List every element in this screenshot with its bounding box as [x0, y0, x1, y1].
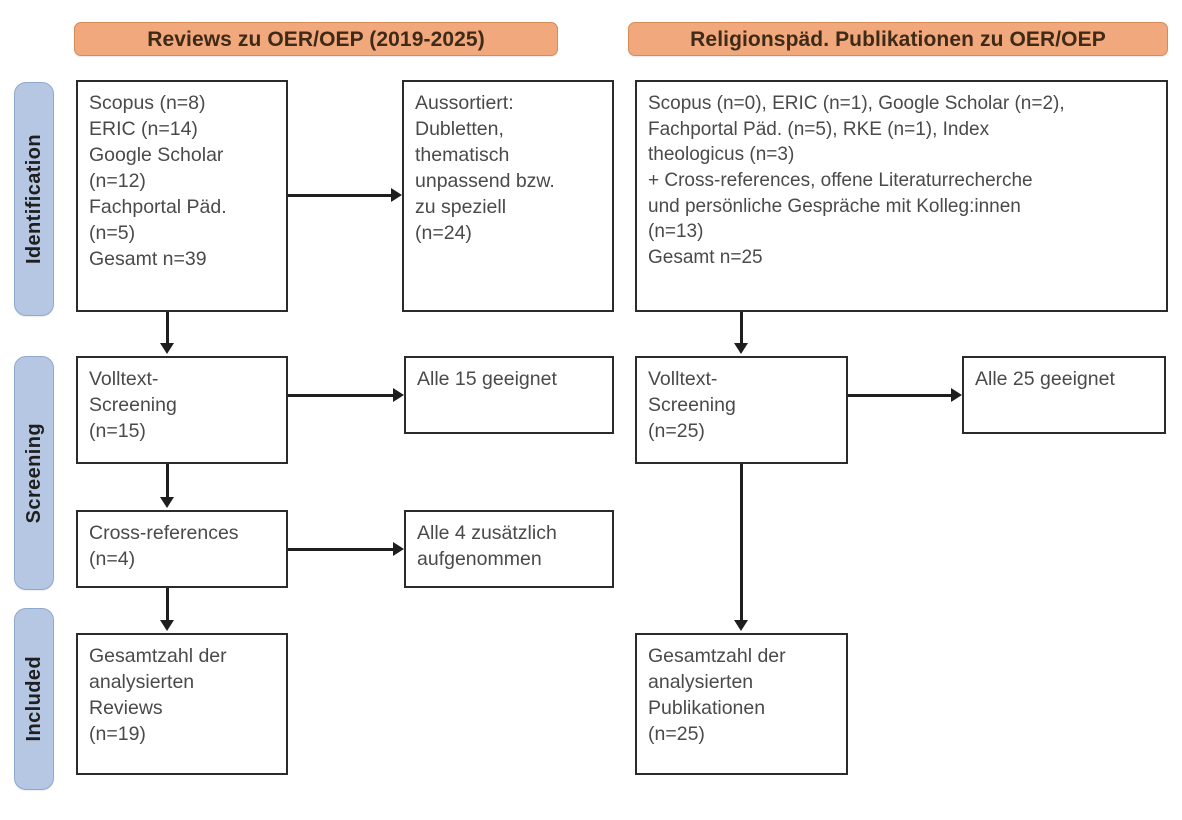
column-header-religionspaedagogische-publikationen: Religionspäd. Publikationen zu OER/OEP [628, 22, 1168, 56]
connector-left-screening-to-crossrefs [166, 464, 169, 498]
stage-label-identification: Identification [14, 82, 54, 316]
arrowhead-left-identification-to-screening [160, 343, 174, 354]
box-right-included-total: Gesamtzahl der analysierten Publikatione… [635, 633, 848, 775]
box-right-screening-result: Alle 25 geeignet [962, 356, 1166, 434]
box-left-cross-references-result: Alle 4 zusätzlich aufgenommen [404, 510, 614, 588]
arrowhead-left-screening-to-result [393, 388, 404, 402]
connector-right-screening-to-included [740, 464, 743, 621]
connector-right-identification-to-screening [740, 312, 743, 344]
column-header-reviews: Reviews zu OER/OEP (2019-2025) [74, 22, 558, 56]
arrowhead-right-screening-to-included [734, 620, 748, 631]
box-left-excluded: Aussortiert: Dubletten, thematisch unpas… [402, 80, 614, 312]
arrowhead-left-crossrefs-to-included [160, 620, 174, 631]
connector-left-screening-to-result [288, 394, 394, 397]
stage-label-included: Included [14, 608, 54, 790]
arrowhead-left-screening-to-crossrefs [160, 497, 174, 508]
box-left-included-total: Gesamtzahl der analysierten Reviews (n=1… [76, 633, 288, 775]
box-right-identification-sources: Scopus (n=0), ERIC (n=1), Google Scholar… [635, 80, 1168, 312]
box-left-cross-references: Cross-references (n=4) [76, 510, 288, 588]
connector-left-crossrefs-to-included [166, 588, 169, 621]
stage-label-screening: Screening [14, 356, 54, 590]
box-left-screening-result: Alle 15 geeignet [404, 356, 614, 434]
stage-label-screening-text: Screening [22, 422, 45, 524]
stage-label-included-text: Included [22, 656, 45, 742]
connector-left-crossrefs-to-result [288, 548, 394, 551]
connector-left-identification-to-screening [166, 312, 169, 344]
box-left-identification-sources: Scopus (n=8) ERIC (n=14) Google Scholar … [76, 80, 288, 312]
stage-label-identification-text: Identification [22, 133, 45, 265]
arrowhead-left-crossrefs-to-result [393, 542, 404, 556]
box-left-fulltext-screening: Volltext- Screening (n=15) [76, 356, 288, 464]
box-right-fulltext-screening: Volltext- Screening (n=25) [635, 356, 848, 464]
arrowhead-left-identification-to-excluded [391, 188, 402, 202]
connector-left-identification-to-excluded [288, 194, 392, 197]
connector-right-screening-to-result [848, 394, 952, 397]
arrowhead-right-screening-to-result [951, 388, 962, 402]
arrowhead-right-identification-to-screening [734, 343, 748, 354]
